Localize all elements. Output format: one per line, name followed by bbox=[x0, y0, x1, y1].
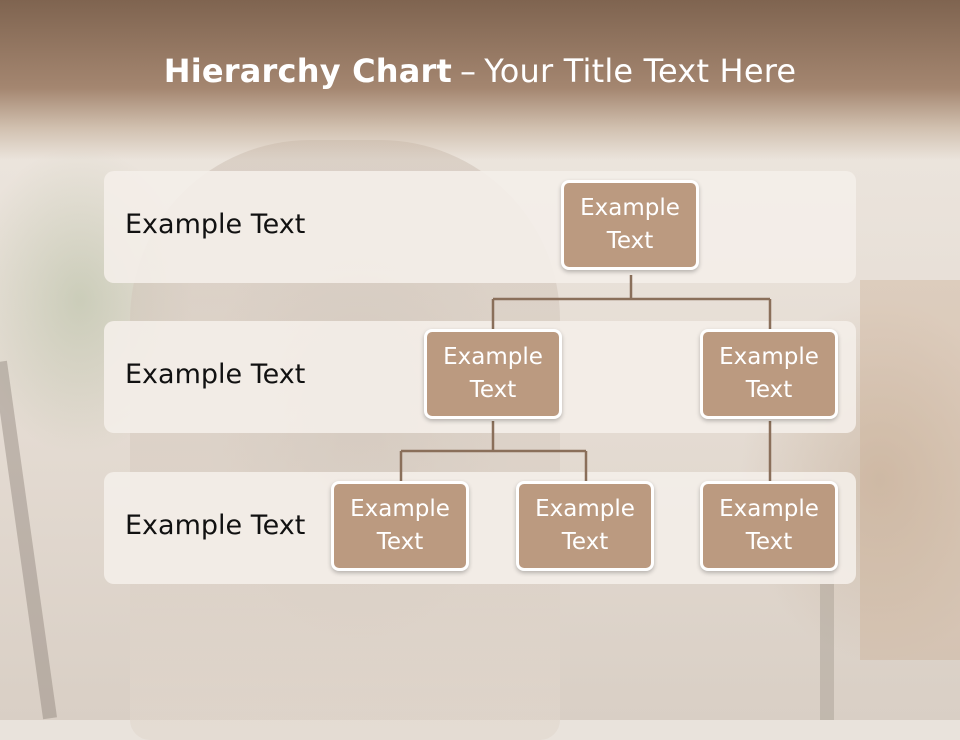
node-level3-a-label: Example Text bbox=[350, 496, 450, 555]
row-band-1 bbox=[104, 171, 856, 283]
node-level3-b[interactable]: Example Text bbox=[516, 481, 654, 571]
title-rest: Your Title Text Here bbox=[484, 52, 797, 90]
node-level3-b-label: Example Text bbox=[535, 496, 635, 555]
node-level3-c[interactable]: Example Text bbox=[700, 481, 838, 571]
row-label-1: Example Text bbox=[125, 209, 306, 240]
node-level3-a[interactable]: Example Text bbox=[331, 481, 469, 571]
node-level3-c-label: Example Text bbox=[719, 496, 819, 555]
slide-title: Hierarchy Chart–Your Title Text Here bbox=[0, 52, 960, 90]
node-level2-left-label: Example Text bbox=[443, 344, 543, 403]
node-level2-right-label: Example Text bbox=[719, 344, 819, 403]
node-level2-right[interactable]: Example Text bbox=[700, 329, 838, 419]
row-label-2: Example Text bbox=[125, 359, 306, 390]
background-boxes bbox=[860, 280, 960, 660]
row-label-3: Example Text bbox=[125, 510, 306, 541]
node-root-label: Example Text bbox=[580, 195, 680, 254]
title-separator: – bbox=[460, 52, 477, 90]
node-level2-left[interactable]: Example Text bbox=[424, 329, 562, 419]
node-root[interactable]: Example Text bbox=[561, 180, 699, 270]
title-band bbox=[0, 0, 960, 160]
title-bold: Hierarchy Chart bbox=[163, 52, 453, 90]
background-ladder bbox=[0, 360, 57, 720]
